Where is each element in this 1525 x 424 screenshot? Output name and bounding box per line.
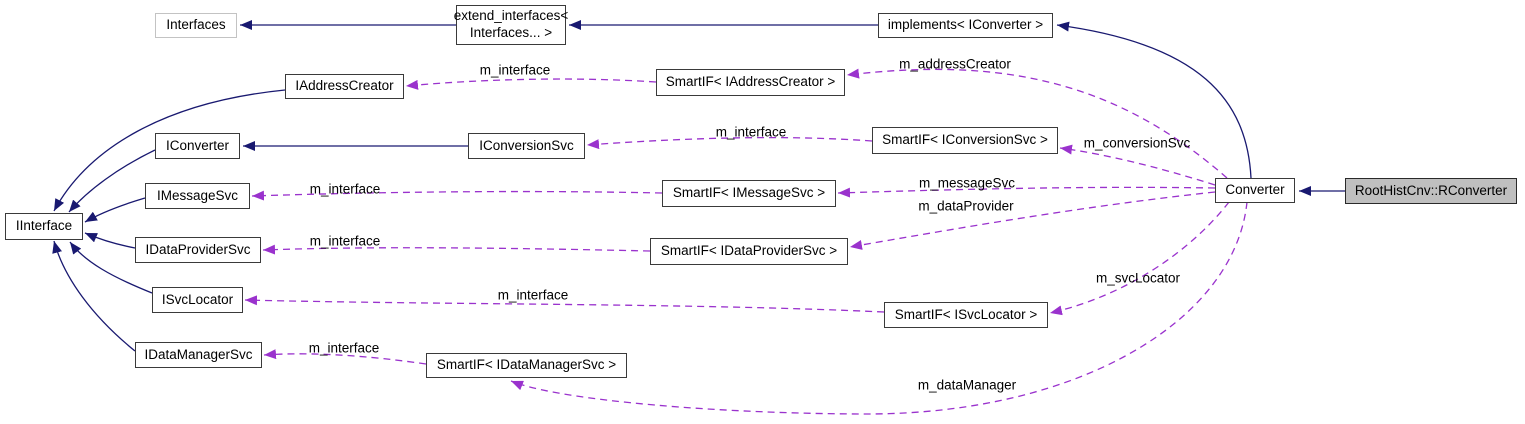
edge-idataprovidersvc-to-iinterface: [84, 232, 136, 249]
edge-label-m-addresscreator: m_addressCreator: [899, 56, 1011, 72]
node-iaddresscreator[interactable]: IAddressCreator: [285, 74, 404, 99]
edge-label-m-svclocator: m_svcLocator: [1095, 270, 1181, 286]
edge-isvclocator-to-iinterface: [69, 241, 153, 294]
edge-label-m-interface-messagesvc: m_interface: [309, 181, 381, 197]
edge-converter-to-smartif-iaddresscreator: [846, 68, 1228, 179]
edge-smartif-idatamanagersvc-to-idatamanagersvc: [263, 349, 427, 365]
edge-smartif-iaddresscreator-to-iaddresscreator: [405, 78, 657, 90]
node-imessagesvc[interactable]: IMessageSvc: [145, 183, 250, 209]
edge-iconverter-to-iinterface: [68, 149, 156, 213]
edge-smartif-isvclocator-to-isvclocator: [244, 295, 885, 313]
node-iconverter[interactable]: IConverter: [155, 133, 240, 159]
edge-smartif-iconversionsvc-to-iconversionsvc: [586, 136, 873, 150]
node-rconverter-current: RootHistCnv::RConverter: [1345, 178, 1517, 204]
node-smartif-idatamanagersvc[interactable]: SmartIF< IDataManagerSvc >: [426, 353, 627, 378]
node-implements-iconverter[interactable]: implements< IConverter >: [878, 13, 1053, 38]
edge-label-m-interface-svclocator: m_interface: [497, 287, 569, 303]
node-smartif-iconversionsvc[interactable]: SmartIF< IConversionSvc >: [872, 127, 1058, 154]
node-isvclocator[interactable]: ISvcLocator: [152, 287, 243, 313]
edge-label-m-datamanager: m_dataManager: [917, 377, 1017, 393]
node-iconversionsvc[interactable]: IConversionSvc: [468, 133, 585, 159]
edge-label-m-interface-addresscreator: m_interface: [479, 62, 551, 78]
node-iinterface[interactable]: IInterface: [5, 213, 83, 240]
node-converter[interactable]: Converter: [1215, 178, 1295, 203]
edge-label-m-conversionsvc: m_conversionSvc: [1083, 135, 1191, 151]
node-smartif-imessagesvc[interactable]: SmartIF< IMessageSvc >: [662, 180, 836, 207]
edge-label-m-dataprovider: m_dataProvider: [918, 198, 1014, 214]
edge-converter-to-smartif-iconversionsvc: [1059, 144, 1216, 186]
edge-converter-to-smartif-idatamanagersvc: [510, 201, 1248, 415]
edge-label-m-interface-datamanagersvc: m_interface: [308, 340, 380, 356]
edge-converter-to-implements: [1056, 21, 1252, 179]
edge-idatamanagersvc-to-iinterface: [52, 240, 136, 352]
edge-converter-to-smartif-imessagesvc: [837, 186, 1216, 198]
edge-label-m-messagesvc: m_messageSvc: [918, 175, 1016, 191]
node-idataprovidersvc[interactable]: IDataProviderSvc: [135, 237, 261, 263]
edge-converter-to-smartif-isvclocator: [1049, 201, 1230, 316]
node-smartif-iaddresscreator[interactable]: SmartIF< IAddressCreator >: [656, 69, 845, 96]
node-smartif-isvclocator[interactable]: SmartIF< ISvcLocator >: [884, 302, 1048, 328]
node-extend-interfaces[interactable]: extend_interfaces< Interfaces... >: [454, 5, 568, 45]
edge-smartif-idataprovidersvc-to-idataprovidersvc: [262, 244, 651, 255]
node-smartif-idataprovidersvc[interactable]: SmartIF< IDataProviderSvc >: [650, 238, 848, 265]
edge-imessagesvc-to-iinterface: [84, 197, 146, 223]
edge-converter-to-smartif-idataprovidersvc: [849, 191, 1216, 250]
node-interfaces: Interfaces: [155, 13, 237, 38]
edge-label-m-interface-dataprovidersvc: m_interface: [309, 233, 381, 249]
edge-label-m-interface-conversionsvc: m_interface: [715, 124, 787, 140]
edge-iaddresscreator-to-iinterface: [53, 89, 286, 212]
node-idatamanagersvc[interactable]: IDataManagerSvc: [135, 342, 262, 368]
